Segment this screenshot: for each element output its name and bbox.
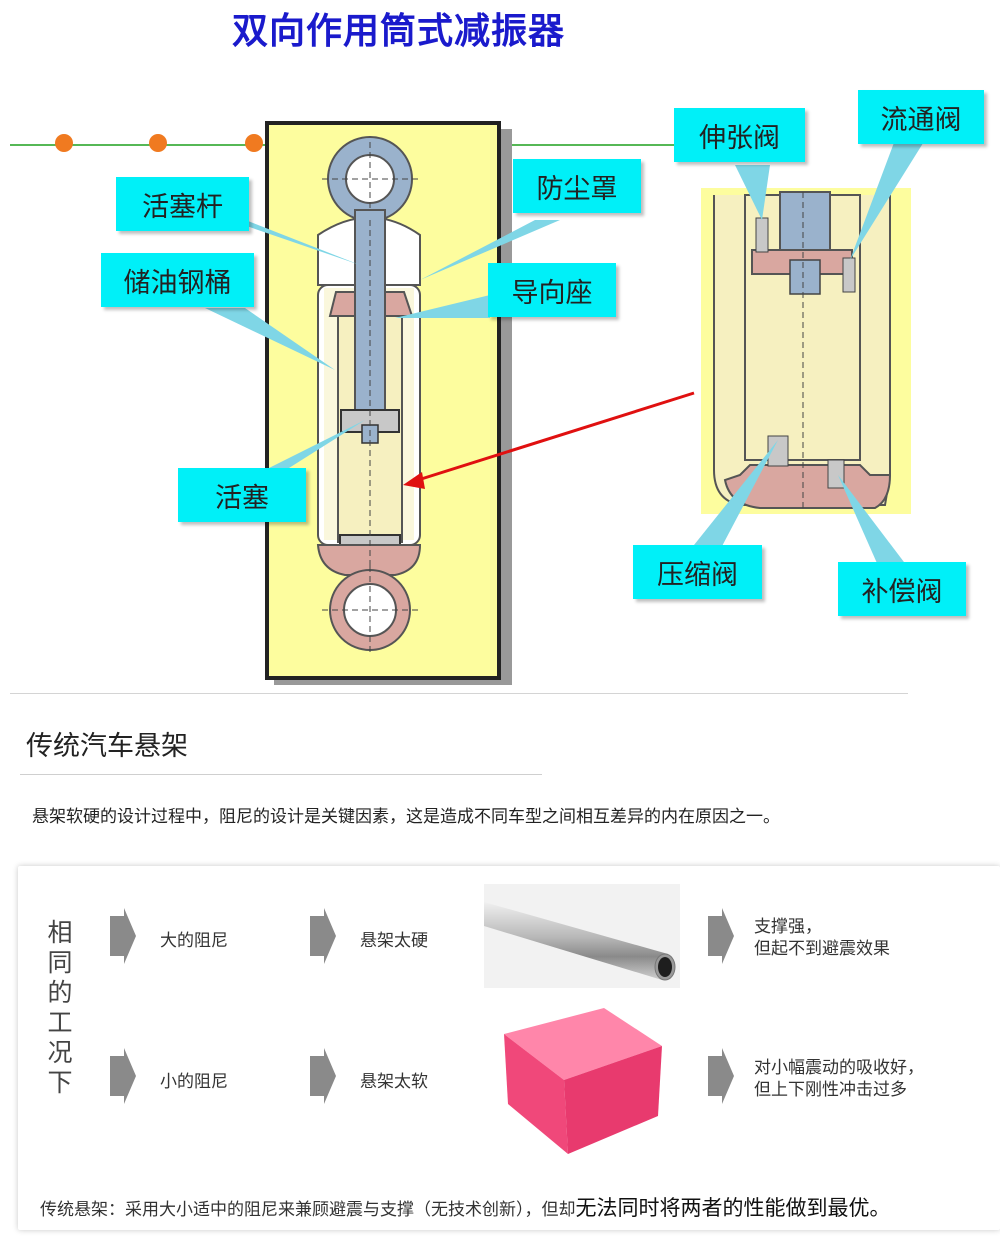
result-too-hard: 悬架太硬: [360, 931, 428, 951]
effect-small-line2: 但上下刚性冲击过多: [754, 1080, 907, 1100]
guide-dot: [55, 134, 73, 152]
page-title: 双向作用筒式减振器: [232, 10, 566, 52]
detail-compression-valve: [767, 435, 789, 467]
pointer-oil-reservoir: [205, 308, 335, 370]
pointer-piston: [245, 420, 365, 480]
detail-compensation-valve: [827, 459, 845, 489]
pointer-flow-valve: [850, 140, 925, 260]
callout-compensation-valve: 补偿阀: [838, 562, 966, 616]
callout-compression-valve: 压缩阀: [633, 545, 762, 599]
effect-small-line1: 对小幅震动的吸收好，: [754, 1058, 924, 1078]
damping-small: 小的阻尼: [160, 1072, 228, 1092]
section-divider: [10, 693, 908, 694]
arrow-right-icon: [110, 1048, 136, 1104]
condition-text: 相同的工况下: [47, 918, 73, 1097]
pink-sponge-image: [504, 1008, 662, 1154]
callout-guide-seat: 导向座: [488, 263, 616, 317]
effect-large-line2: 但起不到避震效果: [754, 939, 890, 959]
callout-piston: 活塞: [178, 468, 306, 522]
footer-note: 传统悬架：采用大小适中的阻尼来兼顾避震与支撑（无技术创新），但却无法同时将两者的…: [40, 1192, 891, 1222]
footer-normal-text: 传统悬架：采用大小适中的阻尼来兼顾避震与支撑（无技术创新），但却: [40, 1200, 576, 1220]
detail-flow-valve: [842, 257, 856, 293]
arrow-right-icon: [708, 1048, 734, 1104]
arrow-right-icon: [708, 908, 734, 964]
effect-large-line1: 支撑强，: [754, 917, 822, 937]
pointer-rebound-valve: [735, 165, 770, 220]
effect-large-damping: 支撑强， 但起不到避震效果: [754, 916, 890, 960]
arrow-right-icon: [110, 908, 136, 964]
pointer-dust-cover: [420, 220, 560, 280]
callout-piston-rod: 活塞杆: [116, 177, 249, 231]
footer-emphasis-text: 无法同时将两者的性能做到最优。: [575, 1196, 891, 1220]
callout-oil-reservoir: 储油钢桶: [101, 253, 254, 307]
section-title: 传统汽车悬架: [26, 731, 188, 762]
section-description: 悬架软硬的设计过程中，阻尼的设计是关键因素，这是造成不同车型之间相互差异的内在原…: [32, 807, 780, 827]
damping-large: 大的阻尼: [160, 931, 228, 951]
arrow-right-icon: [310, 1048, 336, 1104]
section-title-underline: [20, 774, 542, 775]
steel-tube-image: [484, 884, 680, 988]
pointer-guide-seat: [395, 295, 490, 318]
callout-flow-valve: 流通阀: [858, 90, 984, 144]
bottom-cap: [316, 544, 422, 576]
pointer-compression-valve: [690, 440, 778, 550]
callout-rebound-valve: 伸张阀: [674, 108, 805, 162]
effect-small-damping: 对小幅震动的吸收好， 但上下刚性冲击过多: [754, 1057, 924, 1101]
detail-rebound-valve: [755, 217, 769, 253]
detail-arrow: [417, 391, 695, 482]
condition-label: 相同的工况下: [40, 918, 80, 1098]
pointer-compensation-valve: [838, 475, 910, 570]
piston-rod: [354, 209, 386, 426]
arrow-right-icon: [310, 908, 336, 964]
result-too-soft: 悬架太软: [360, 1072, 428, 1092]
guide-dot: [245, 134, 263, 152]
guide-dot: [149, 134, 167, 152]
callout-dust-cover: 防尘罩: [513, 159, 641, 213]
